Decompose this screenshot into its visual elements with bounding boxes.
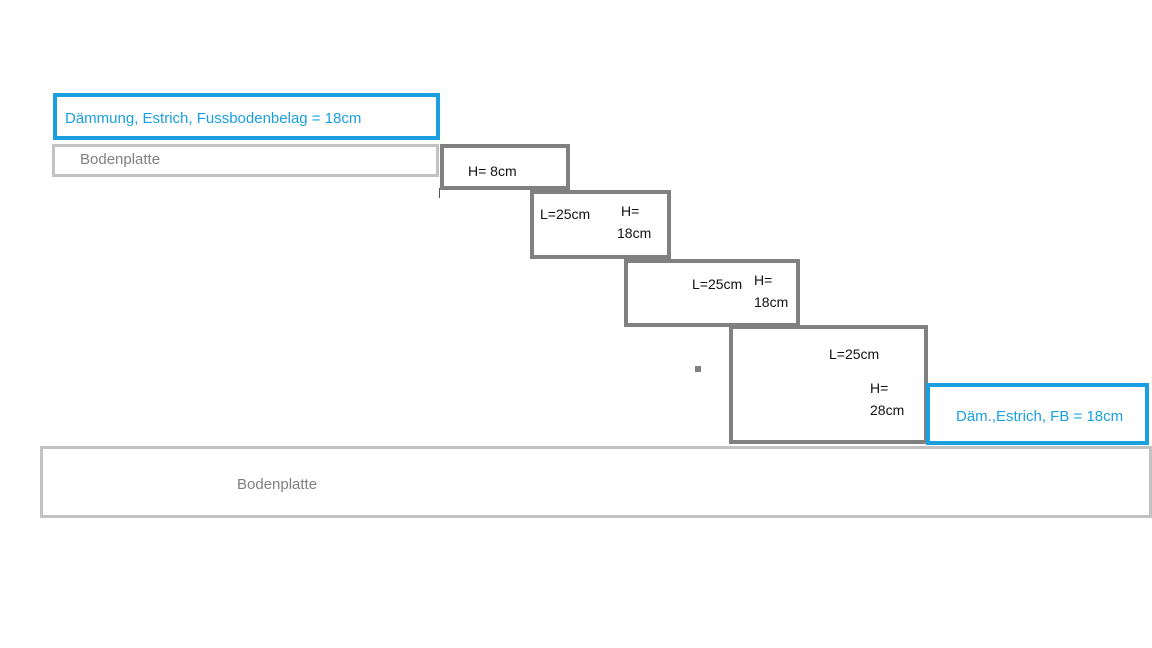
tick-mark <box>439 188 440 198</box>
step-3-height-label-line2: 18cm <box>754 294 789 310</box>
upper-slab-label: Bodenplatte <box>80 151 161 168</box>
step-3-height-label-line1: H= <box>754 272 773 288</box>
step-2-height-label-line1: H= <box>621 203 640 219</box>
step-2 <box>530 190 671 259</box>
lower-slab-label: Bodenplatte <box>237 476 318 493</box>
marker-dot <box>695 366 701 372</box>
step-4-height-label-line2: 28cm <box>870 402 905 418</box>
step-2-length-label: L=25cm <box>540 206 591 222</box>
step-1 <box>440 144 570 190</box>
lower-insulation-layer <box>926 383 1149 445</box>
step-2-height-label-line2: 18cm <box>617 225 652 241</box>
upper-floor-slab <box>52 144 439 177</box>
step-4-length-label: L=25cm <box>829 346 880 362</box>
step-1-height-label: H= 8cm <box>468 163 517 179</box>
step-4-height-label-line1: H= <box>870 380 889 396</box>
step-3-length-label: L=25cm <box>692 276 743 292</box>
lower-insulation-label: Däm.,Estrich, FB = 18cm <box>956 408 1124 425</box>
upper-insulation-layer <box>53 93 440 140</box>
lower-floor-slab <box>40 446 1152 518</box>
step-3 <box>624 259 800 327</box>
upper-insulation-label: Dämmung, Estrich, Fussbodenbelag = 18cm <box>65 110 362 127</box>
